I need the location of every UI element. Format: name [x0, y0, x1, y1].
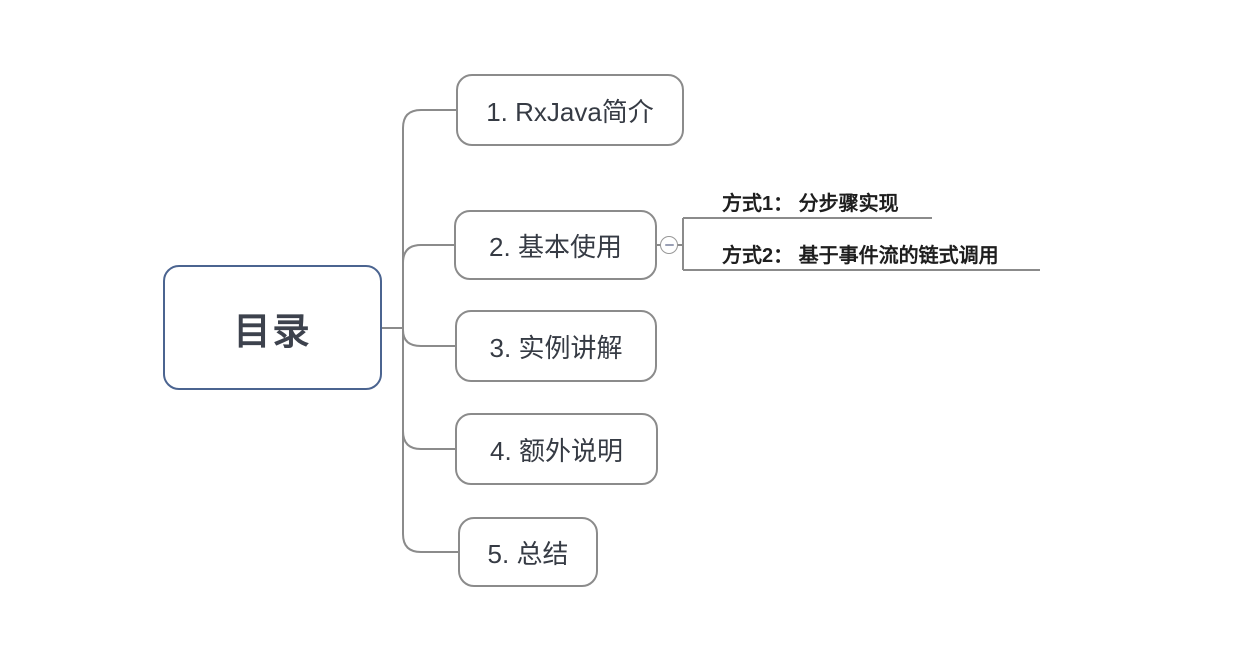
connector-topic-2 — [402, 244, 454, 328]
subtopic-2-chained[interactable]: 方式2： 基于事件流的链式调用 — [722, 245, 999, 267]
root-topic[interactable]: 目录 — [163, 265, 382, 390]
connector-topic-5 — [402, 328, 458, 553]
connector-topic-1 — [402, 109, 456, 328]
topic-5-summary[interactable]: 5. 总结 — [458, 517, 598, 587]
topic-3-example[interactable]: 3. 实例讲解 — [455, 310, 657, 382]
topic-4-extra-notes[interactable]: 4. 额外说明 — [455, 413, 658, 485]
topic-2-basic-usage[interactable]: 2. 基本使用 — [454, 210, 657, 280]
collapse-button[interactable] — [660, 236, 678, 254]
connector-topic-3 — [402, 328, 455, 347]
subtopic-1-stepwise[interactable]: 方式1： 分步骤实现 — [722, 193, 899, 215]
minus-icon — [664, 244, 674, 246]
topic-1-rxjava-intro[interactable]: 1. RxJava简介 — [456, 74, 684, 146]
